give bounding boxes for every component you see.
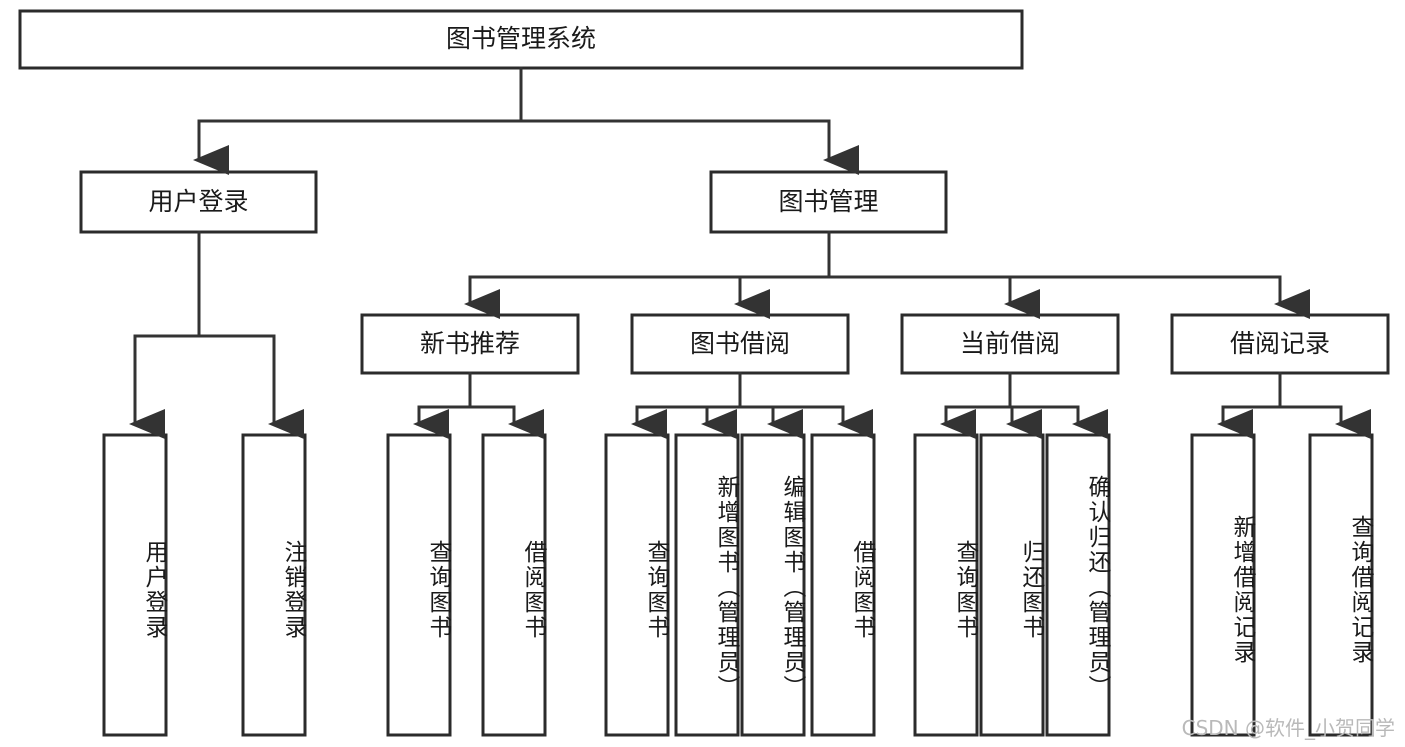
box-records-query-record[interactable] xyxy=(1308,433,1374,737)
connector-new-book-recommend-to-leaves xyxy=(413,371,544,439)
box-recommend-borrow-book[interactable] xyxy=(481,433,547,737)
box-current-return-book[interactable] xyxy=(979,433,1045,737)
box-recommend-query-book[interactable] xyxy=(386,433,452,737)
box-user-login-login[interactable] xyxy=(102,433,168,737)
box-user-login-logout[interactable] xyxy=(241,433,307,737)
box-book-borrow[interactable] xyxy=(630,313,850,375)
box-records-add-record[interactable] xyxy=(1190,433,1256,737)
box-borrow-add-book[interactable] xyxy=(674,433,740,737)
box-user-login[interactable] xyxy=(79,170,318,234)
box-borrow-edit-book[interactable] xyxy=(740,433,806,737)
connector-book-borrow-to-leaves xyxy=(631,371,873,439)
box-current-confirm-return[interactable] xyxy=(1045,433,1111,737)
connector-current-borrow-to-leaves xyxy=(940,371,1108,439)
connector-borrow-records-to-leaves xyxy=(1217,371,1371,439)
box-book-management[interactable] xyxy=(709,170,948,234)
connector-user-login-to-leaves xyxy=(129,230,304,439)
box-new-book-recommend[interactable] xyxy=(360,313,580,375)
box-current-borrow[interactable] xyxy=(900,313,1120,375)
connector-book-management-to-level3 xyxy=(464,230,1310,319)
box-borrow-query-book[interactable] xyxy=(604,433,670,737)
node-boxes xyxy=(18,9,1390,737)
box-borrow-records[interactable] xyxy=(1170,313,1390,375)
connector-root-to-level2 xyxy=(193,66,859,175)
box-root[interactable] xyxy=(18,9,1024,70)
box-current-query-book[interactable] xyxy=(913,433,979,737)
box-borrow-borrow-book[interactable] xyxy=(810,433,876,737)
